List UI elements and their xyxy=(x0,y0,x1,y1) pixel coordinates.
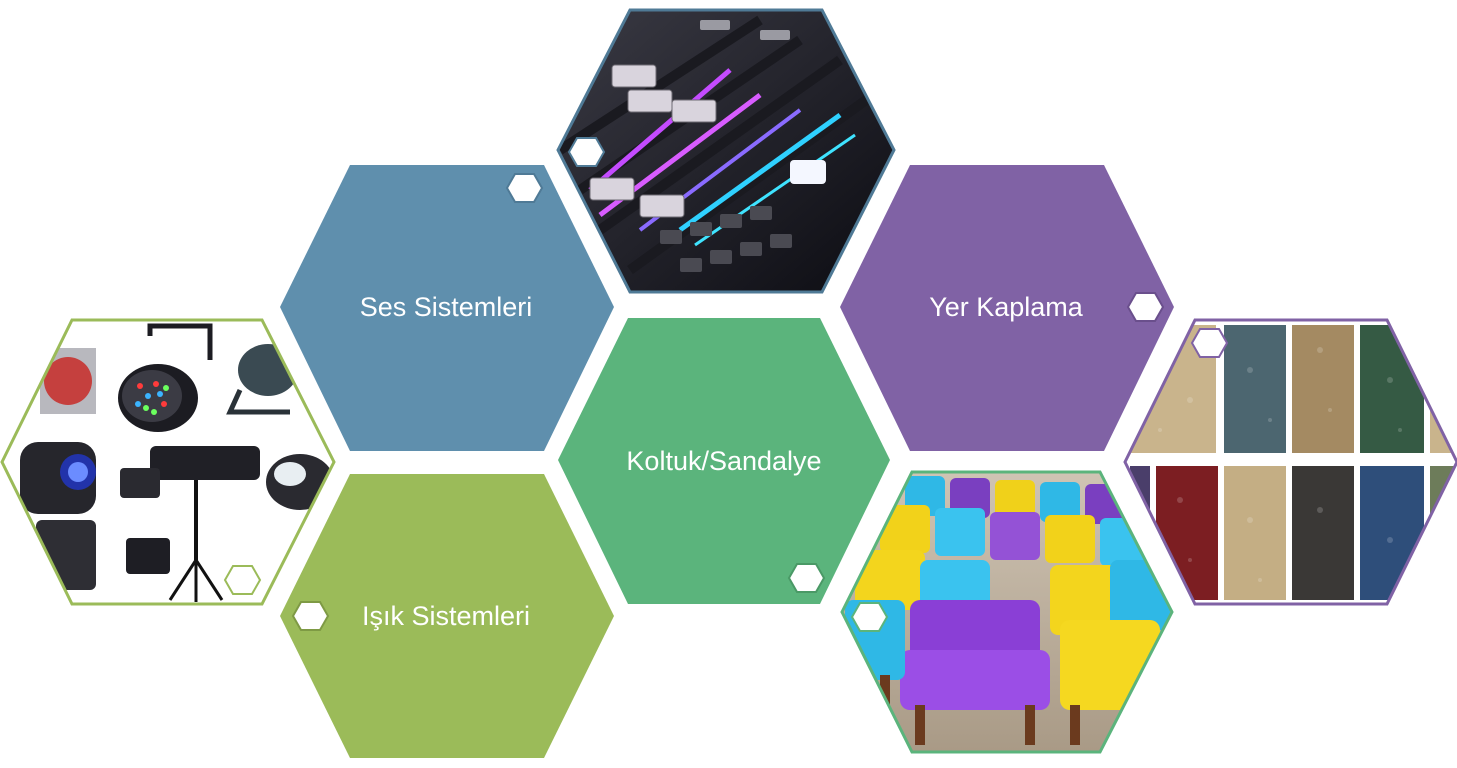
small-hexagon-icon xyxy=(787,563,826,593)
colorful-armchairs-photo xyxy=(840,470,1174,754)
ses-sistemleri-label: Ses Sistemleri xyxy=(360,292,533,322)
yer-kaplama-hexagon: Yer Kaplama xyxy=(840,165,1174,451)
isik-sistemleri-hexagon: Işık Sistemleri xyxy=(280,474,614,758)
small-hexagon-icon xyxy=(1190,328,1229,358)
koltuk-sandalye-hexagon: Koltuk/Sandalye xyxy=(558,318,890,604)
small-hexagon-icon xyxy=(505,173,544,203)
small-hexagon-icon xyxy=(291,601,330,631)
small-hexagon-icon xyxy=(850,602,889,632)
carpet-samples-photo xyxy=(1123,318,1457,606)
koltuk-sandalye-label: Koltuk/Sandalye xyxy=(626,446,821,476)
isik-sistemleri-label: Işık Sistemleri xyxy=(362,601,530,631)
ses-sistemleri-hexagon: Ses Sistemleri xyxy=(280,165,614,451)
audio-mixer-photo xyxy=(556,8,896,294)
yer-kaplama-label: Yer Kaplama xyxy=(929,292,1084,322)
stage-lights-photo xyxy=(0,318,336,606)
small-hexagon-icon xyxy=(1126,292,1165,322)
small-hexagon-icon xyxy=(567,137,606,167)
small-hexagon-icon xyxy=(223,565,262,595)
